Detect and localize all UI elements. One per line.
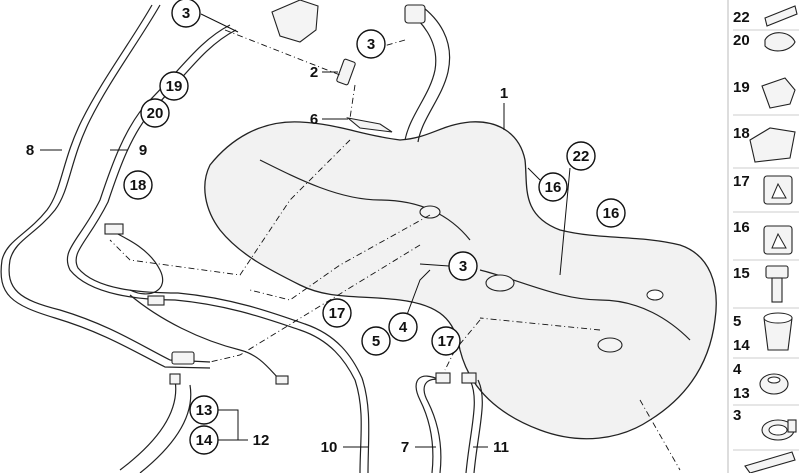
callout-9[interactable]: 9 <box>139 142 147 159</box>
callout-22[interactable]: 22 <box>566 141 596 171</box>
callout-7[interactable]: 7 <box>401 439 409 456</box>
callout-label: 18 <box>130 177 147 194</box>
callout-label: 20 <box>147 105 164 122</box>
callout-label: 14 <box>196 432 213 449</box>
callout-4[interactable]: 4 <box>388 312 418 342</box>
sidebar-item-20[interactable]: 20 19 <box>733 32 796 52</box>
multi-clip-icon <box>749 127 796 163</box>
callout-16-a[interactable]: 16 <box>538 172 568 202</box>
svg-text:16: 16 <box>733 219 750 236</box>
bracket-icon <box>761 77 796 109</box>
callout-label: 7 <box>401 439 409 456</box>
callout-17-a[interactable]: 17 <box>322 298 352 328</box>
callout-label: 4 <box>399 319 408 336</box>
svg-text:19: 19 <box>733 79 750 96</box>
callout-label: 10 <box>321 439 338 456</box>
bolt-icon <box>765 265 789 279</box>
clip-icon <box>764 32 796 52</box>
reference-lines <box>109 29 681 471</box>
callout-11[interactable]: 11 <box>493 439 509 456</box>
svg-text:15: 15 <box>733 265 750 282</box>
sidebar-item-bottom[interactable] <box>744 451 796 473</box>
callout-19[interactable]: 19 <box>159 71 189 101</box>
sidebar-item-5[interactable]: 5 <box>733 312 793 351</box>
callout-1[interactable]: 1 <box>500 85 508 102</box>
svg-text:18: 18 <box>733 125 750 142</box>
sidebar-item-15[interactable]: 15 <box>733 265 799 309</box>
callout-20[interactable]: 20 <box>140 98 170 128</box>
callout-3-top[interactable]: 3 <box>356 29 386 59</box>
callout-10[interactable]: 10 <box>321 439 338 456</box>
leader-lines <box>40 13 571 448</box>
sidebar-item-18[interactable]: 18 <box>733 125 799 169</box>
callout-label: 13 <box>196 402 213 419</box>
sidebar-item-16[interactable]: 16 <box>733 219 799 261</box>
ring-icon <box>759 373 789 395</box>
sidebar-item-3[interactable]: 3 <box>733 407 799 451</box>
callout-18[interactable]: 18 <box>123 170 153 200</box>
callout-3-center[interactable]: 3 <box>448 251 478 281</box>
callout-label: 1 <box>500 85 508 102</box>
strap-icon <box>744 451 796 473</box>
svg-text:17: 17 <box>733 173 750 190</box>
sidebar-item-4[interactable]: 4 <box>733 361 789 395</box>
sidebar-item-13[interactable]: 13 <box>733 385 799 406</box>
callout-label: 3 <box>459 258 467 275</box>
svg-text:13: 13 <box>733 385 750 402</box>
callout-label: 2 <box>310 64 318 81</box>
svg-text:5: 5 <box>733 313 741 330</box>
strip-icon <box>764 5 798 27</box>
callout-label: 5 <box>372 333 380 350</box>
svg-text:20: 20 <box>733 32 750 49</box>
callout-14[interactable]: 14 <box>189 425 219 455</box>
svg-text:3: 3 <box>733 407 741 424</box>
callout-16-b[interactable]: 16 <box>596 198 626 228</box>
fuel-line-12 <box>119 373 192 473</box>
svg-text:22: 22 <box>733 9 750 26</box>
callout-label: 16 <box>545 179 562 196</box>
vent-valve <box>271 0 319 43</box>
sidebar-item-22[interactable]: 22 <box>733 5 799 31</box>
callout-13[interactable]: 13 <box>189 395 219 425</box>
callout-6[interactable]: 6 <box>310 111 318 128</box>
sidebar-item-19[interactable]: 19 <box>733 77 799 116</box>
part-2-hose-piece <box>336 58 356 86</box>
fuel-line-7-11 <box>415 372 483 473</box>
callout-label: 22 <box>573 148 590 165</box>
callout-label: 19 <box>166 78 183 95</box>
parts-sidebar: 22 20 19 19 18 17 16 <box>727 0 799 473</box>
callout-label: 3 <box>182 5 190 22</box>
callout-12[interactable]: 12 <box>253 432 270 449</box>
wiring-harness <box>104 223 289 385</box>
callout-8[interactable]: 8 <box>26 142 34 159</box>
svg-text:14: 14 <box>733 337 750 354</box>
callout-2[interactable]: 2 <box>310 64 318 81</box>
callout-label: 3 <box>367 36 375 53</box>
sidebar-item-17[interactable]: 17 <box>733 173 799 213</box>
callout-label: 11 <box>493 439 509 456</box>
callout-label: 17 <box>438 333 455 350</box>
callout-label: 12 <box>253 432 270 449</box>
part-6-seal-ring <box>346 117 393 133</box>
callout-5[interactable]: 5 <box>361 326 391 356</box>
callout-label: 9 <box>139 142 147 159</box>
callout-3-top-left[interactable]: 3 <box>171 0 201 28</box>
filler-neck <box>404 4 451 143</box>
callout-label: 16 <box>603 205 620 222</box>
sidebar-item-14[interactable]: 14 <box>733 337 799 359</box>
callout-label: 17 <box>329 305 346 322</box>
callout-17-b[interactable]: 17 <box>431 326 461 356</box>
svg-text:4: 4 <box>733 361 742 378</box>
fuel-line-8 <box>0 4 211 369</box>
callout-label: 6 <box>310 111 318 128</box>
callout-label: 8 <box>26 142 34 159</box>
